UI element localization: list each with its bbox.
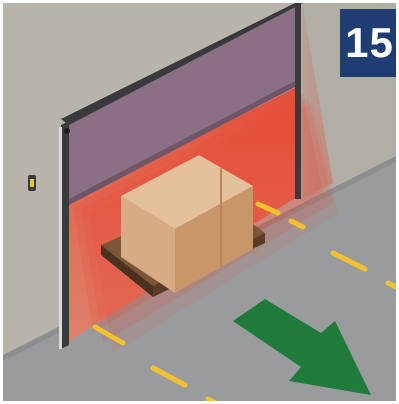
door-frame-left: [61, 121, 69, 349]
wall-sensor-icon: [28, 175, 36, 191]
door-frame-right: [295, 3, 301, 199]
step-number-badge: 15: [340, 9, 399, 77]
door-frame-left-highlight: [59, 127, 62, 349]
door-frame-bolt: [64, 128, 70, 134]
